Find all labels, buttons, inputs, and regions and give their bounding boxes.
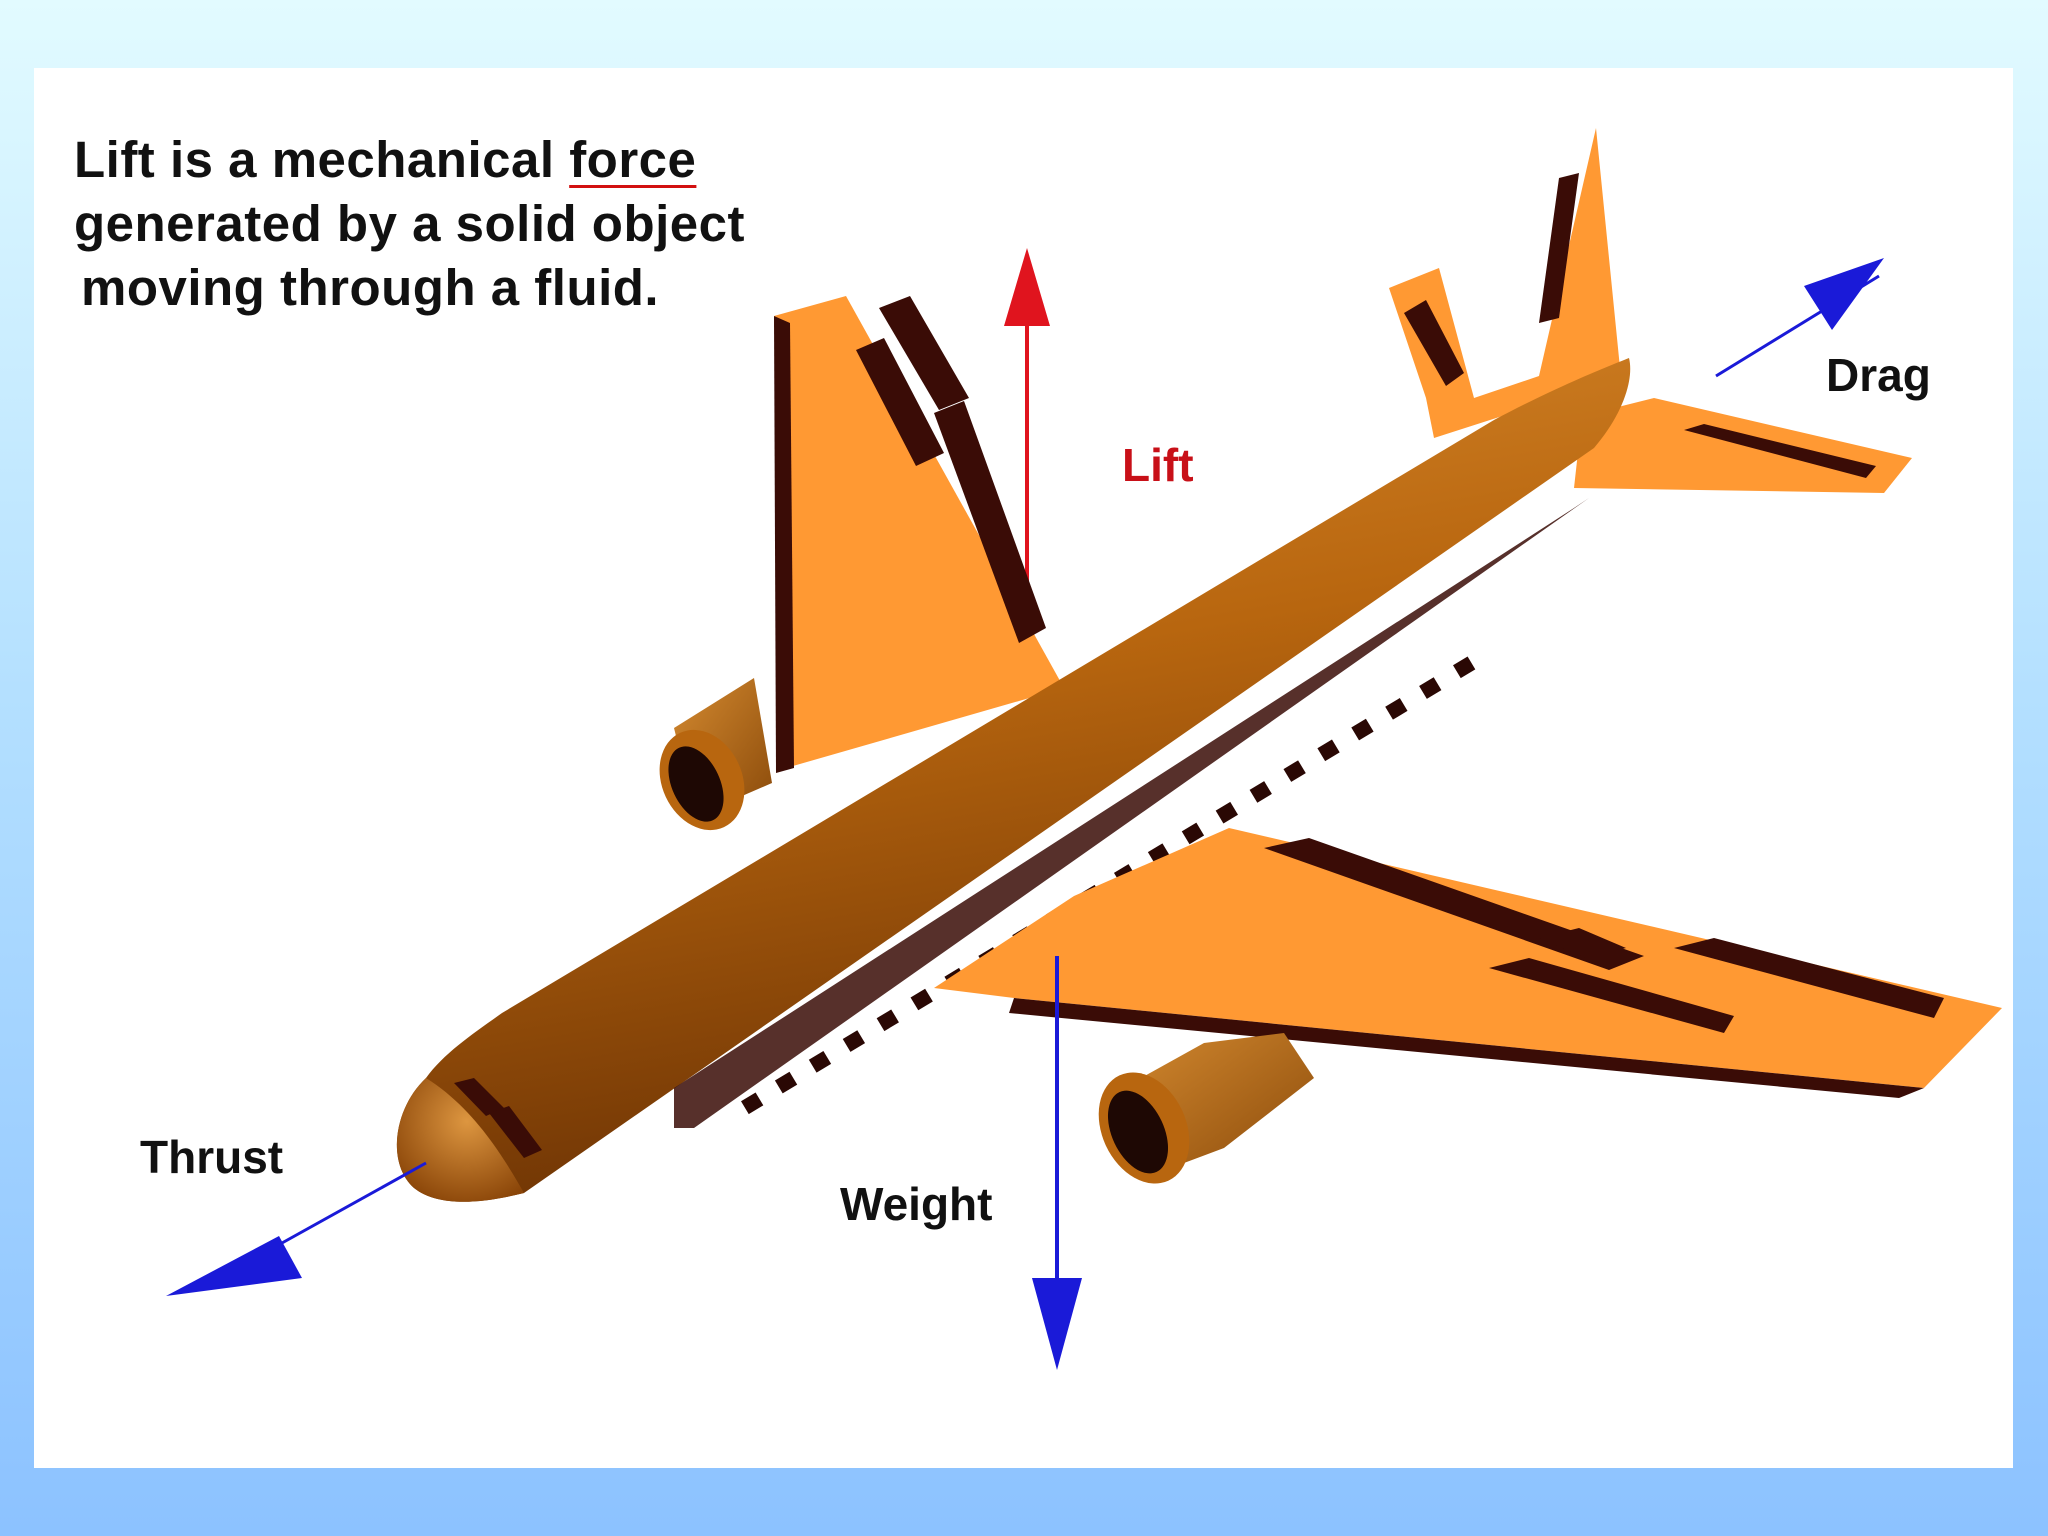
caption-line-1: Lift is a mechanical force [74, 128, 745, 192]
drag-label: Drag [1826, 349, 1931, 401]
caption-line-2: generated by a solid object [74, 195, 745, 252]
tail-plane [1574, 398, 1912, 493]
near-wing [934, 828, 2002, 1098]
window [808, 1050, 832, 1073]
window [1249, 781, 1272, 803]
thrust-arrow [166, 1161, 427, 1296]
window [1147, 843, 1171, 865]
window [842, 1030, 866, 1052]
window [876, 1009, 899, 1032]
window [1453, 656, 1476, 679]
window [1181, 822, 1205, 845]
caption-line-1-text: Lift is a mechanical [74, 131, 570, 188]
lift-label: Lift [1122, 439, 1194, 491]
caption-line-3: moving through a fluid. [81, 259, 660, 316]
airplane-forces-diagram: Lift Drag Thrust Weight [140, 128, 2002, 1370]
window [1385, 698, 1408, 720]
fuselage [396, 358, 1631, 1202]
window [1215, 801, 1238, 824]
definition-caption: Lift is a mechanical force generated by … [74, 128, 745, 320]
window [1419, 677, 1442, 699]
drag-arrow [1715, 258, 1884, 378]
window [741, 1092, 764, 1115]
near-engine [1098, 1033, 1314, 1184]
weight-arrow [1032, 956, 1082, 1370]
force-link[interactable]: force [569, 131, 697, 188]
diagram-panel: Lift Drag Thrust Weight Lift is a mechan… [34, 68, 2013, 1468]
far-wing [774, 296, 1064, 773]
far-engine [659, 678, 772, 831]
window [1317, 739, 1340, 762]
tail-fin [1389, 128, 1621, 438]
window [910, 988, 933, 1011]
window [1351, 718, 1374, 741]
window [774, 1071, 798, 1094]
thrust-label: Thrust [140, 1131, 283, 1183]
window [1283, 760, 1306, 782]
weight-label: Weight [840, 1178, 992, 1230]
